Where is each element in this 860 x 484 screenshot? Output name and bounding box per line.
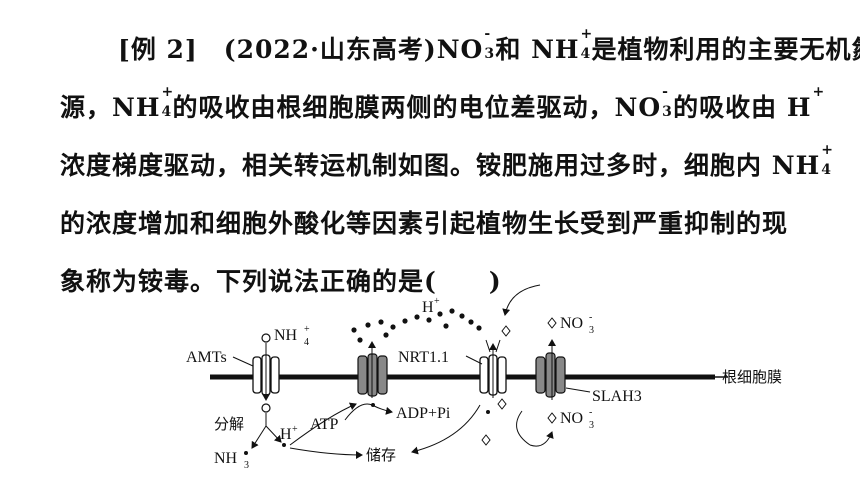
amts-label: AMTs xyxy=(186,349,227,366)
question-line-3: 浓度梯度驱动，相关转运机制如图。铵肥施用过多时，细胞内 NH+4 xyxy=(60,142,834,180)
amts-transporter xyxy=(252,354,280,396)
nh4-sup: + xyxy=(304,324,310,335)
h-outside-label: H xyxy=(422,299,434,316)
nitrate-formula: NO-3 xyxy=(614,84,673,122)
nrt11-transporter xyxy=(479,354,507,396)
ammonium-formula: NH+4 xyxy=(771,142,834,180)
proton-dots xyxy=(351,308,482,343)
nitrate-formula: NO-3 xyxy=(436,26,496,64)
question-line-5: 象称为铵毒。下列说法正确的是( ) xyxy=(60,267,502,296)
no3-outside-label: NO xyxy=(560,315,583,332)
h-inside-plus: + xyxy=(292,424,298,435)
h-inside-label: H xyxy=(280,426,292,443)
nrt11-label: NRT1.1 xyxy=(398,349,449,366)
ammonium-ion-icon xyxy=(261,333,271,343)
no3-out-sup: - xyxy=(589,312,592,323)
no3-out-sub: 3 xyxy=(589,325,594,336)
ammonium-formula: NH+4 xyxy=(112,84,175,122)
slah3-label: SLAH3 xyxy=(592,388,642,405)
ammonium-ion-inside-icon xyxy=(261,403,271,413)
decompose-label: 分解 xyxy=(214,415,244,433)
ammonium-formula: NH+4 xyxy=(531,26,594,64)
nh4-outside-label: NH xyxy=(274,327,298,344)
h-outside-plus: + xyxy=(434,296,440,307)
membrane-label: 根细胞膜 xyxy=(722,368,782,386)
nh3-sub: 3 xyxy=(244,460,249,471)
example-label: [例 2] (2022·山东高考) xyxy=(118,35,437,64)
question-line-4: 的浓度增加和细胞外酸化等因素引起植物生长受到严重抑制的现 xyxy=(60,209,789,238)
no3-in-sub: 3 xyxy=(589,420,594,431)
storage-label: 储存 xyxy=(366,446,396,464)
slah3-channel xyxy=(535,352,566,398)
no3-in-sup: - xyxy=(589,407,592,418)
nh4-sub: 4 xyxy=(304,337,309,348)
adp-pi-label: ADP+Pi xyxy=(396,405,451,422)
atp-label: ATP xyxy=(310,416,339,433)
nh3-label: NH xyxy=(214,450,238,467)
no3-inside-label: NO xyxy=(560,410,583,427)
